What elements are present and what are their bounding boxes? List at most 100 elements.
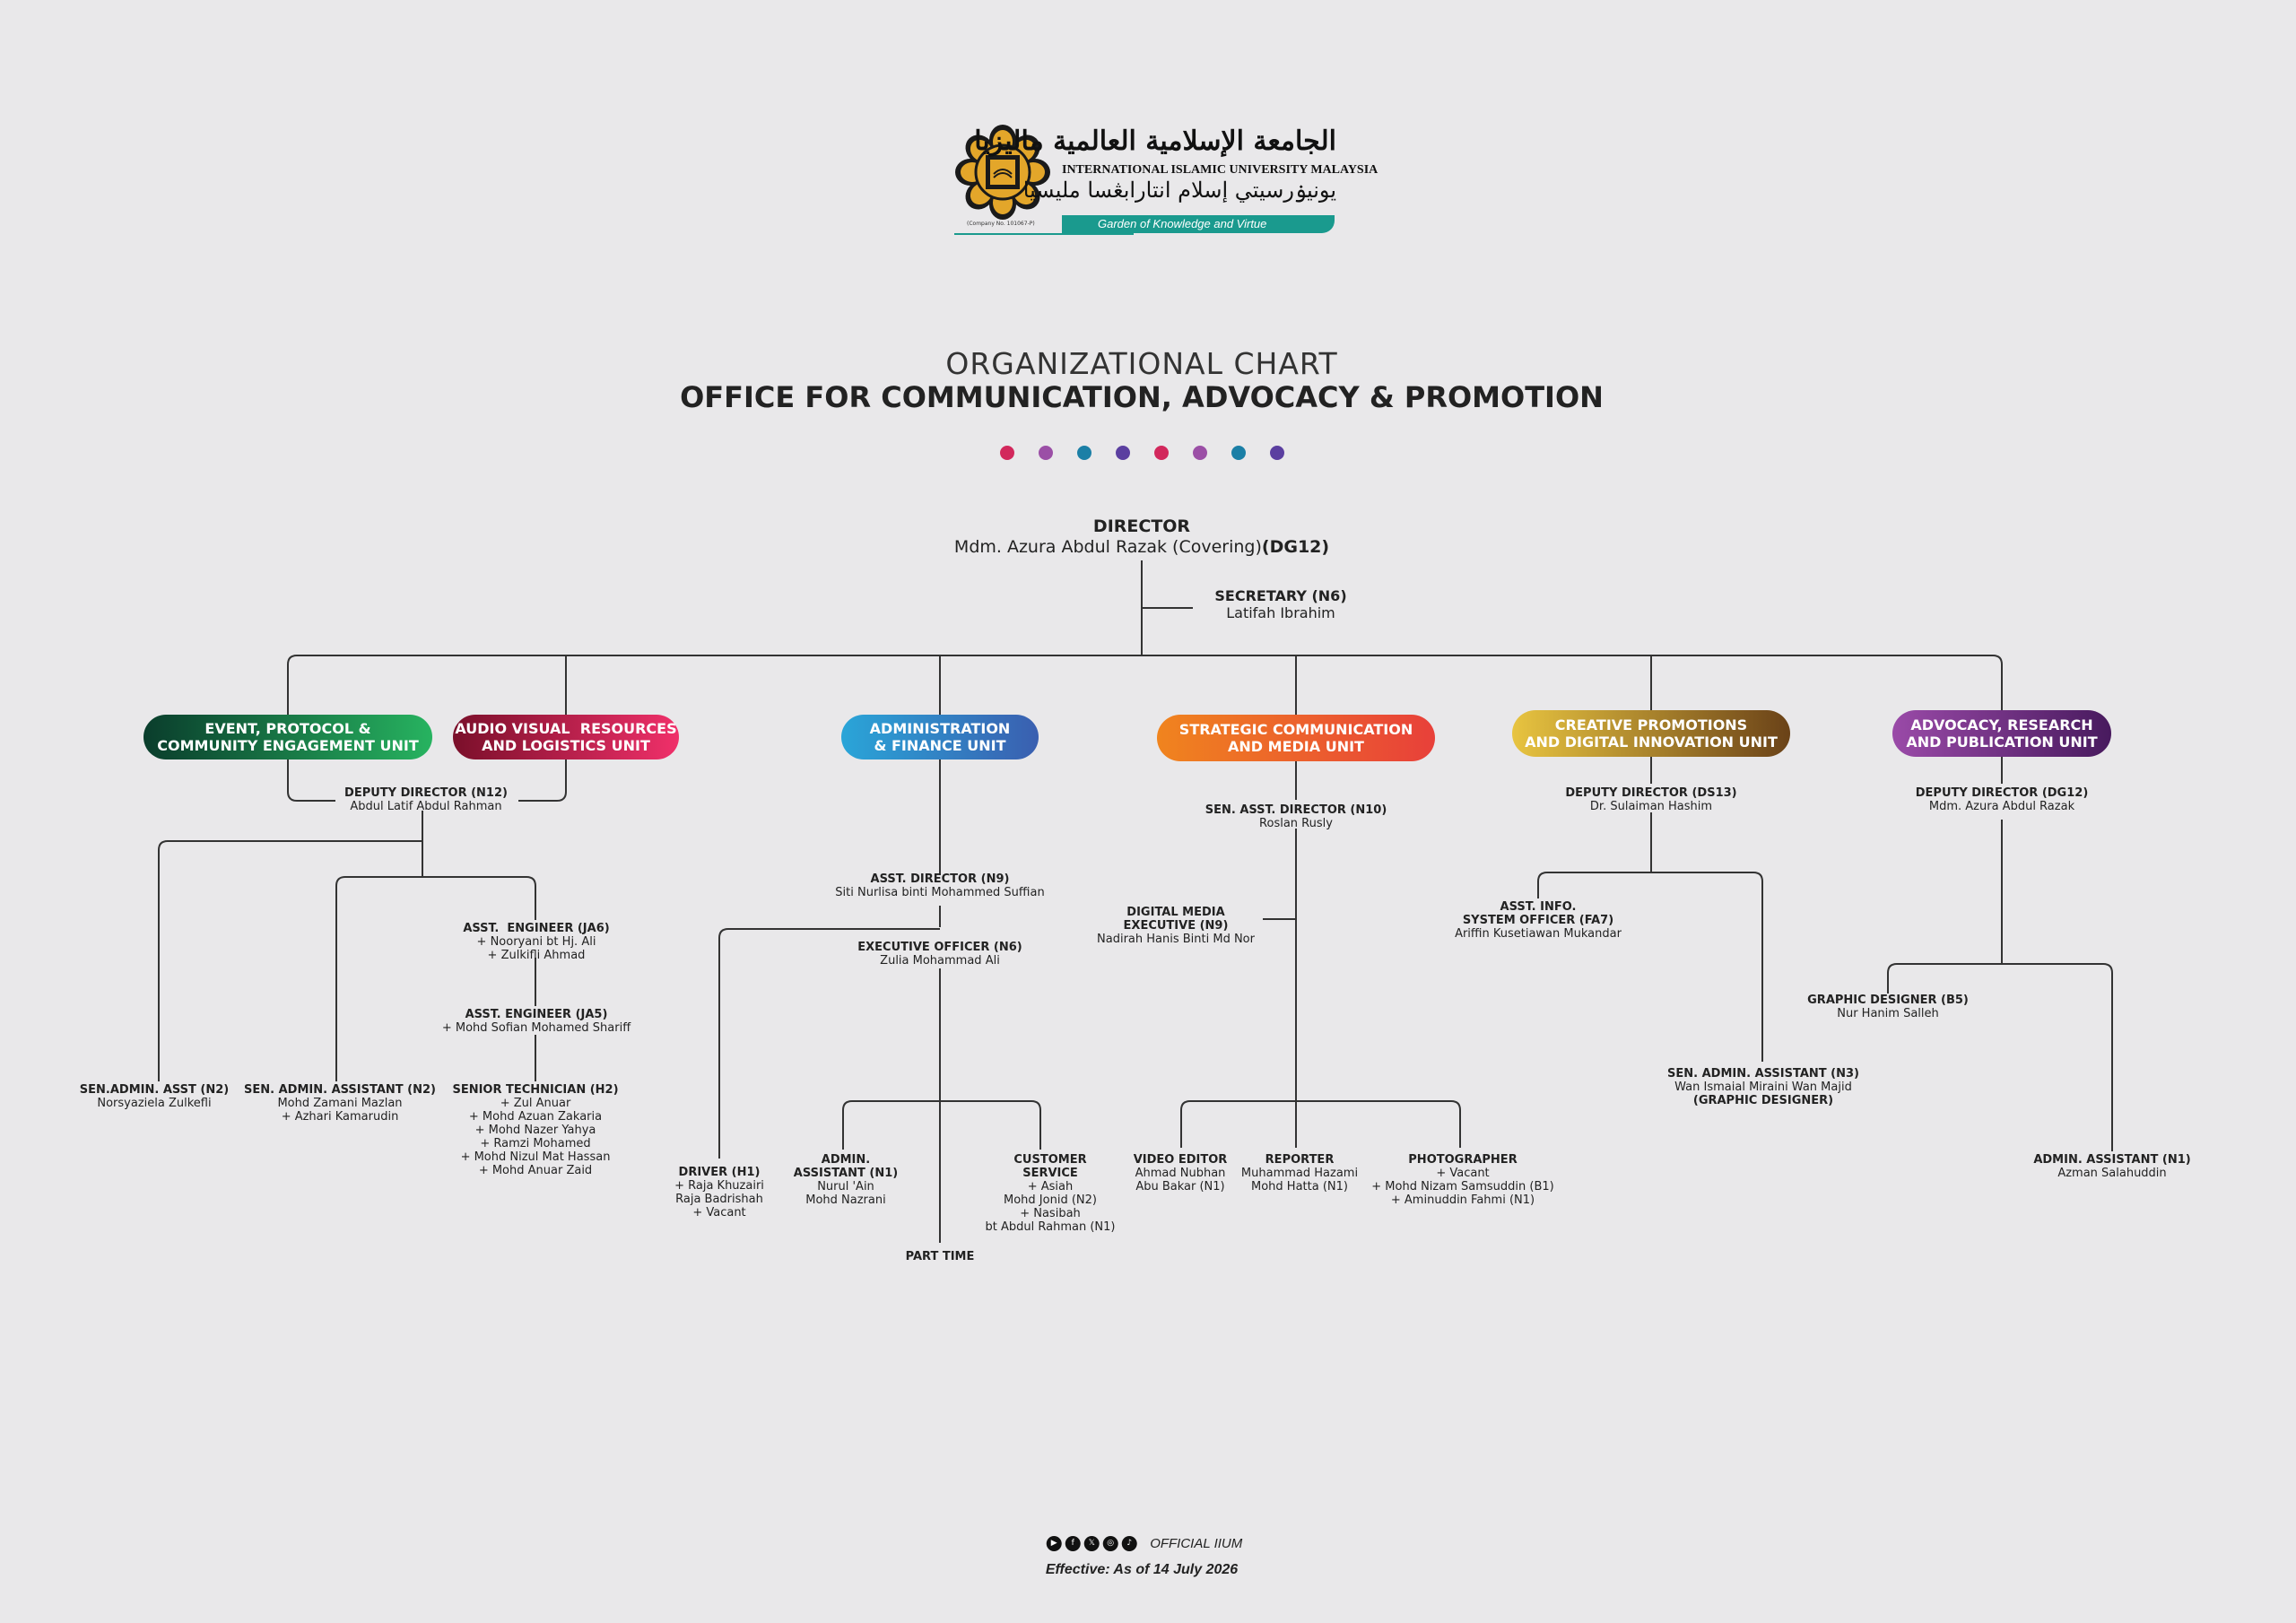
unit-creative-promotions: CREATIVE PROMOTIONS AND DIGITAL INNOVATI… [1512, 710, 1790, 757]
iium-logo: الجامعة الإسلامية العالمية ماليزيا INTER… [954, 124, 1378, 239]
node-senior-tech: SENIOR TECHNICIAN (H2)+ Zul Anuar+ Mohd … [452, 1083, 618, 1177]
x-icon[interactable]: 𝕏 [1083, 1536, 1100, 1551]
director-grade: (DG12) [1261, 537, 1330, 557]
node-title: ASST. DIRECTOR (N9) [870, 872, 1010, 886]
node-title: SEN. ADMIN. ASSISTANT (N3) [1667, 1067, 1859, 1081]
logo-english: INTERNATIONAL ISLAMIC UNIVERSITY MALAYSI… [1062, 163, 1378, 177]
director-box: DIRECTOR Mdm. Azura Abdul Razak (Coverin… [954, 516, 1329, 558]
node-member: + Nooryani bt Hj. Ali [476, 935, 596, 949]
footer-handle: OFFICIAL IIUM [1150, 1536, 1243, 1551]
node-title: DEPUTY DIRECTOR (N12) [344, 786, 508, 800]
node-member: + Azhari Kamarudin [281, 1110, 399, 1124]
node-exec-officer: EXECUTIVE OFFICER (N6)Zulia Mohammad Ali [857, 941, 1022, 968]
node-member: Roslan Rusly [1259, 817, 1333, 830]
flower-emblem-icon [955, 125, 1050, 220]
node-member: Mohd Jonid (N2) [1004, 1193, 1097, 1207]
secretary-name: Latifah Ibrahim [1226, 604, 1335, 621]
logo-company-no: (Company No. 101067-P) [967, 221, 1035, 227]
node-member: Zulia Mohammad Ali [880, 954, 1000, 968]
facebook-icon[interactable]: f [1065, 1536, 1081, 1551]
color-dot [1039, 446, 1053, 460]
node-member: Ariffin Kusetiawan Mukandar [1455, 927, 1622, 941]
node-title: ADMIN. ASSISTANT (N1) [793, 1153, 899, 1180]
color-dot [1000, 446, 1014, 460]
logo-tagline: Garden of Knowledge and Virtue [1098, 217, 1267, 230]
color-dot [1154, 446, 1169, 460]
node-asst-info: ASST. INFO. SYSTEM OFFICER (FA7)Ariffin … [1455, 900, 1622, 941]
node-part-time: PART TIME [906, 1250, 975, 1263]
page-title: ORGANIZATIONAL CHART [945, 346, 1338, 381]
director-name-line: Mdm. Azura Abdul Razak (Covering)(DG12) [954, 537, 1329, 558]
node-member: + Vacant [1436, 1167, 1490, 1180]
node-title: GRAPHIC DESIGNER (B5) [1807, 994, 1969, 1007]
node-title: DRIVER (H1) [678, 1166, 761, 1179]
director-name: Mdm. Azura Abdul Razak (Covering) [953, 537, 1262, 557]
node-sen-admin-n2a: SEN.ADMIN. ASST (N2)Norsyaziela Zulkefli [80, 1083, 229, 1110]
node-title: ASST. INFO. SYSTEM OFFICER (FA7) [1462, 900, 1614, 927]
node-member: Mohd Nazrani [805, 1193, 886, 1207]
node-member: + Mohd Nazer Yahya [474, 1124, 596, 1137]
page-subtitle: OFFICE FOR COMMUNICATION, ADVOCACY & PRO… [680, 380, 1604, 414]
node-member: + Zulkifli Ahmad [487, 949, 586, 962]
secretary-title: SECRETARY (N6) [1214, 587, 1347, 604]
color-dot [1270, 446, 1284, 460]
secretary-box: SECRETARY (N6) Latifah Ibrahim [1214, 587, 1346, 621]
node-sen-admin-n2b: SEN. ADMIN. ASSISTANT (N2)Mohd Zamani Ma… [244, 1083, 436, 1124]
node-member: + Vacant [692, 1206, 746, 1219]
node-dd-n12: DEPUTY DIRECTOR (N12)Abdul Latif Abdul R… [344, 786, 508, 813]
node-title: PHOTOGRAPHER [1408, 1153, 1518, 1167]
instagram-icon[interactable]: ◎ [1102, 1536, 1118, 1551]
logo-tagline-bar [1062, 215, 1335, 233]
node-member: Siti Nurlisa binti Mohammed Suffian [835, 886, 1045, 899]
node-member: Wan Ismaial Miraini Wan Majid [1674, 1081, 1852, 1094]
node-member: + Asiah [1027, 1180, 1074, 1193]
youtube-icon[interactable]: ▶ [1046, 1536, 1062, 1551]
node-member: Abu Bakar (N1) [1135, 1180, 1225, 1193]
color-dot [1077, 446, 1091, 460]
node-admin-asst-n1b: ADMIN. ASSISTANT (N1)Azman Salahuddin [2033, 1153, 2190, 1180]
tiktok-icon[interactable]: ♪ [1121, 1536, 1137, 1551]
node-member: + Mohd Sofian Mohamed Shariff [441, 1021, 631, 1035]
node-title: VIDEO EDITOR [1133, 1153, 1228, 1167]
node-member: + Mohd Anuar Zaid [478, 1164, 593, 1177]
node-title: CUSTOMER SERVICE [1013, 1153, 1087, 1180]
node-title: DEPUTY DIRECTOR (DS13) [1565, 786, 1737, 800]
node-member: + Aminuddin Fahmi (N1) [1390, 1193, 1535, 1207]
director-title: DIRECTOR [1092, 516, 1191, 536]
node-member: Muhammad Hazami [1240, 1167, 1359, 1180]
node-member: + Mohd Nizul Mat Hassan [460, 1150, 611, 1164]
node-member: Azman Salahuddin [2057, 1167, 2167, 1180]
node-title: SEN. ADMIN. ASSISTANT (N2) [244, 1083, 436, 1097]
node-title: DEPUTY DIRECTOR (DG12) [1915, 786, 2089, 800]
color-dot [1116, 446, 1130, 460]
node-title: EXECUTIVE OFFICER (N6) [857, 941, 1022, 954]
unit-admin-finance: ADMINISTRATION & FINANCE UNIT [841, 715, 1039, 759]
node-member: + Mohd Nizam Samsuddin (B1) [1371, 1180, 1554, 1193]
node-sen-asst-dir-n10: SEN. ASST. DIRECTOR (N10)Roslan Rusly [1205, 803, 1387, 830]
node-title: ADMIN. ASSISTANT (N1) [2033, 1153, 2191, 1167]
node-asst-eng-ja6: ASST. ENGINEER (JA6)+ Nooryani bt Hj. Al… [463, 922, 609, 962]
unit-advocacy-research: ADVOCACY, RESEARCH AND PUBLICATION UNIT [1892, 710, 2111, 757]
node-member: Nurul 'Ain [817, 1180, 874, 1193]
logo-underline [954, 233, 1134, 235]
node-member: Mohd Hatta (N1) [1251, 1180, 1348, 1193]
node-member: + Nasibah [1020, 1207, 1081, 1220]
unit-event-protocol: EVENT, PROTOCOL & COMMUNITY ENGAGEMENT U… [144, 715, 432, 759]
logo-jawi: يونيۏرسيتي إسلام انتارابڠسا مليسيا [1022, 178, 1336, 203]
node-member: Nadirah Hanis Binti Md Nor [1097, 933, 1255, 946]
node-photographer: PHOTOGRAPHER+ Vacant+ Mohd Nizam Samsudd… [1371, 1153, 1553, 1207]
node-title: SEN.ADMIN. ASST (N2) [79, 1083, 230, 1097]
node-member: + Zul Anuar [500, 1097, 571, 1110]
unit-audio-visual: AUDIO VISUAL RESOURCES AND LOGISTICS UNI… [453, 715, 679, 759]
node-dd-ds13: DEPUTY DIRECTOR (DS13)Dr. Sulaiman Hashi… [1565, 786, 1736, 813]
node-member: + Mohd Azuan Zakaria [468, 1110, 603, 1124]
node-title: ASST. ENGINEER (JA5) [465, 1008, 608, 1021]
node-member: + Raja Khuzairi [674, 1179, 764, 1193]
footer-effective: Effective: As of 14 July 2026 [1045, 1562, 1239, 1577]
